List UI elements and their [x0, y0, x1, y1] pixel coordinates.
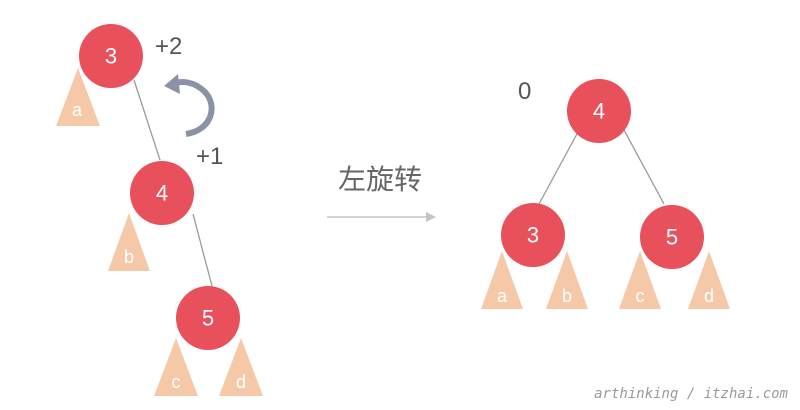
subtree-d-label: d	[236, 372, 246, 392]
subtree-b-label: b	[124, 247, 134, 267]
subtree-b-after: b	[546, 251, 588, 309]
balance-factor-middle: +1	[196, 143, 223, 170]
subtree-d-label: d	[704, 286, 714, 306]
subtree-d-after: d	[688, 251, 730, 309]
node-5-after: 5	[640, 205, 704, 269]
edge-3-to-4	[133, 79, 161, 161]
before-tree: a b c d 3 4 5 +2	[56, 24, 263, 396]
node-4-before: 4	[130, 161, 194, 225]
balance-factor-root-after: 0	[518, 78, 531, 105]
subtree-c-after: c	[619, 251, 661, 309]
edge-4-to-5-after	[623, 129, 665, 205]
subtree-c-before: c	[154, 338, 198, 396]
subtree-c-label: c	[172, 372, 181, 392]
operation-label: 左旋转	[338, 163, 422, 196]
operation: 左旋转	[327, 163, 436, 222]
subtree-d-before: d	[219, 338, 263, 396]
node-4-after: 4	[567, 79, 631, 143]
edge-4-to-3	[538, 131, 579, 205]
node-5-label: 5	[202, 306, 214, 331]
after-tree: a b c d 4 3 5 0	[481, 78, 730, 309]
watermark: arthinking / itzhai.com	[594, 386, 788, 402]
balance-factor-root: +2	[155, 33, 182, 60]
node-3-label: 3	[527, 223, 539, 248]
subtree-a-label: a	[72, 100, 83, 120]
subtree-a-after: a	[481, 251, 523, 309]
subtree-b-before: b	[108, 213, 150, 271]
node-3-label: 3	[105, 44, 117, 69]
node-4-label: 4	[593, 99, 605, 124]
subtree-a-label: a	[497, 286, 508, 306]
node-3-before: 3	[79, 24, 143, 88]
node-5-label: 5	[666, 225, 678, 250]
rotate-counterclockwise-icon	[164, 74, 215, 137]
edge-4-to-5	[192, 213, 213, 287]
subtree-c-label: c	[636, 286, 645, 306]
node-5-before: 5	[176, 286, 240, 350]
subtree-b-label: b	[562, 286, 572, 306]
subtree-a-before: a	[56, 68, 100, 126]
node-3-after: 3	[501, 203, 565, 267]
node-4-label: 4	[156, 181, 168, 206]
